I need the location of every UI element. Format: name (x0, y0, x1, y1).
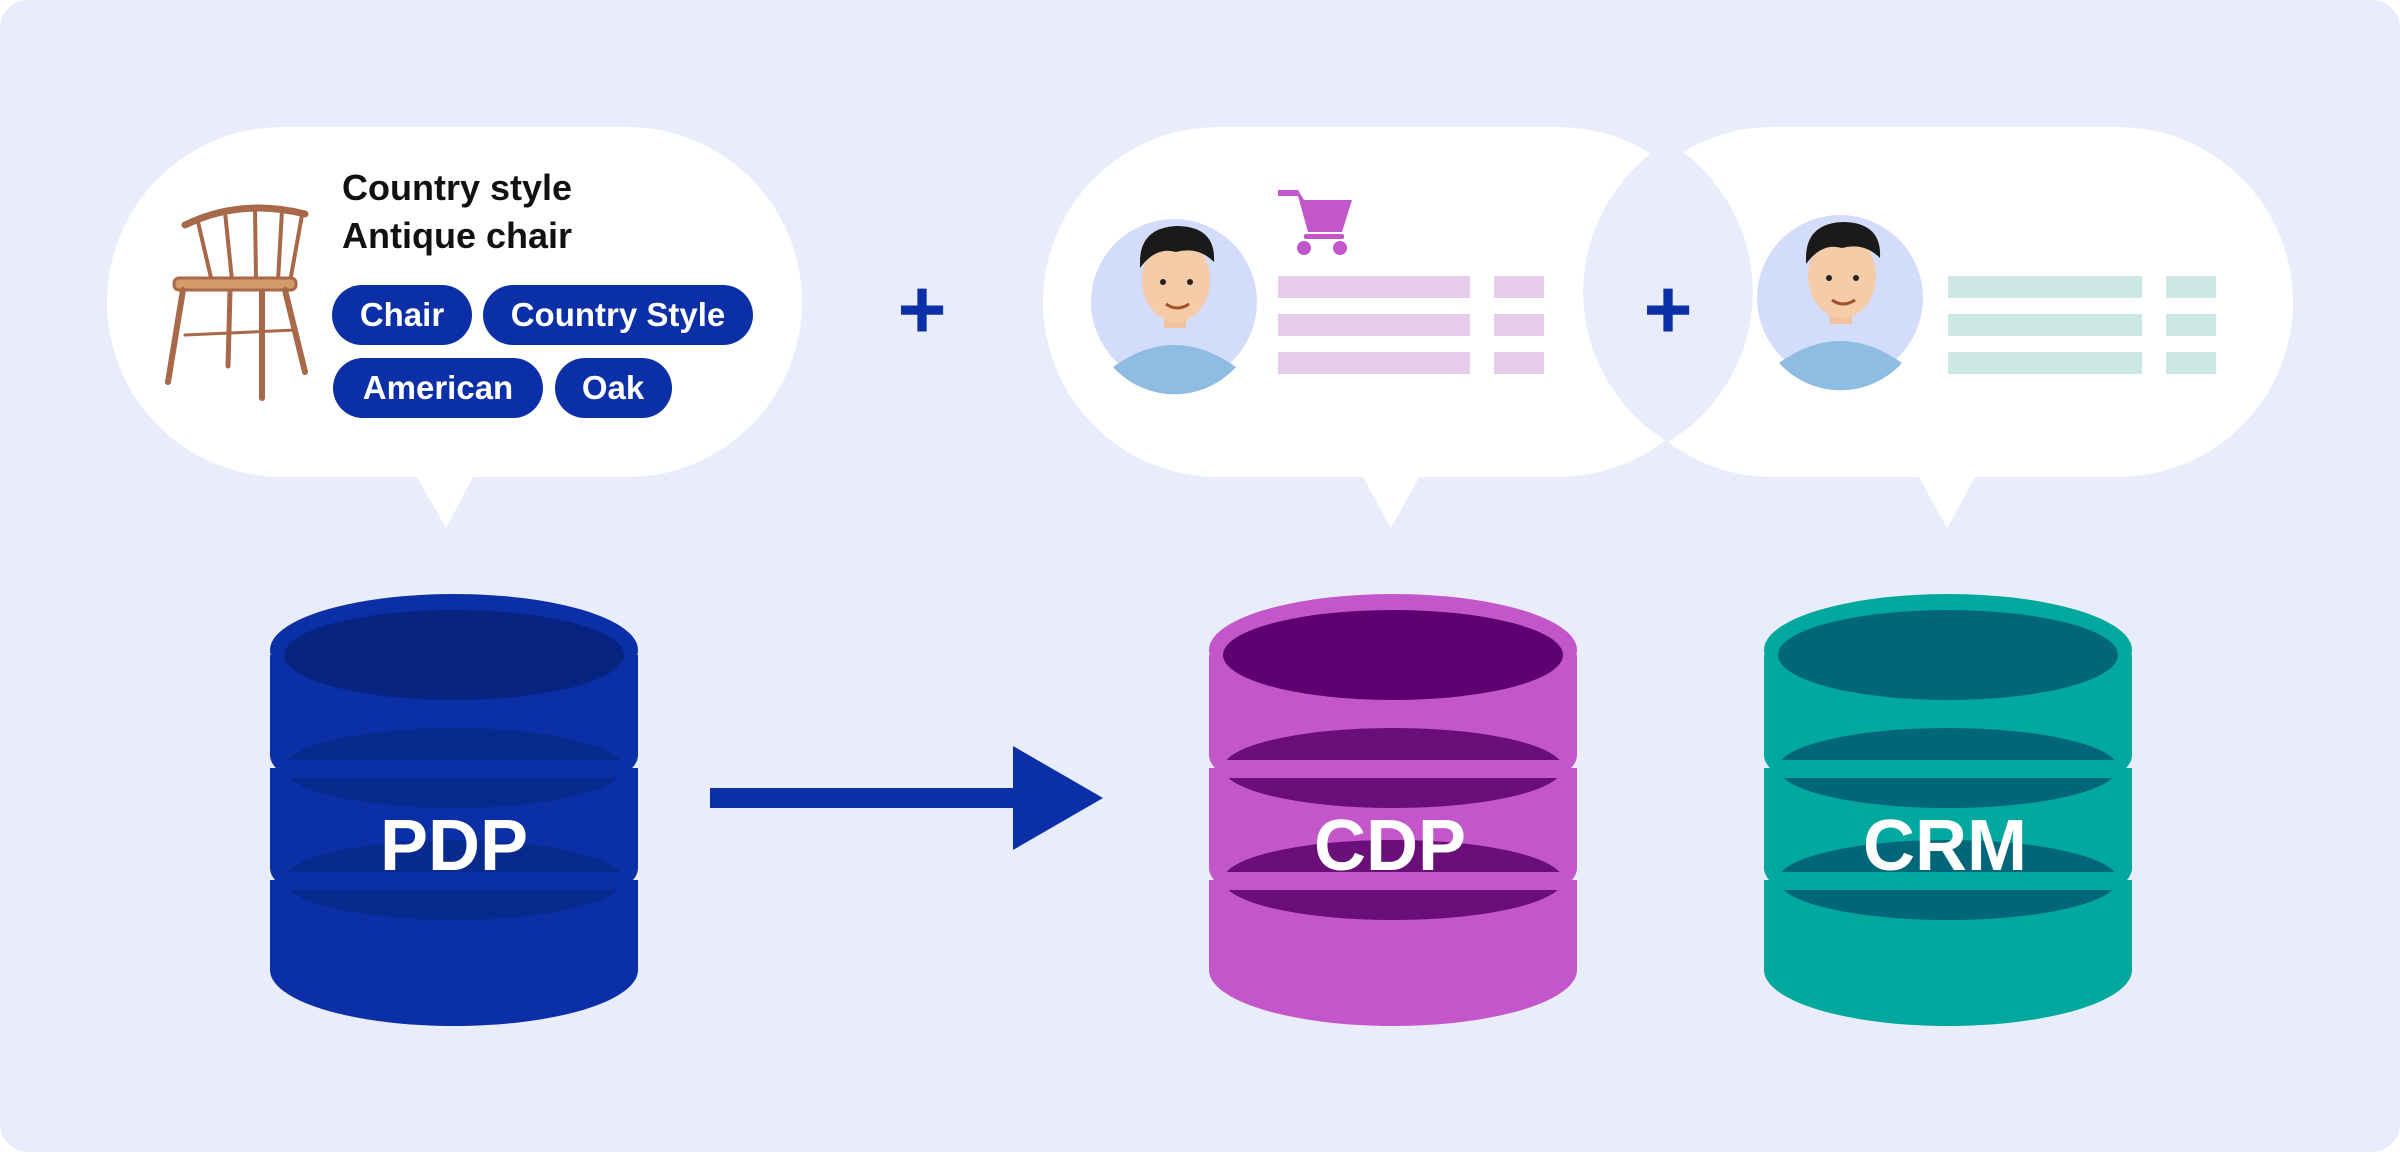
cdp-database-icon: CDP (1209, 594, 1577, 1026)
cdp-speech-bubble (1043, 127, 1733, 528)
tag-label: Chair (360, 296, 445, 333)
cdp-record-lines (1278, 276, 1544, 374)
tag-label: American (363, 369, 513, 406)
crm-speech-bubble (1598, 127, 2293, 528)
pdp-database-icon: PDP (270, 594, 638, 1026)
plus-icon: + (897, 262, 946, 356)
tag-label: Oak (582, 369, 645, 406)
tag-chair: Chair (332, 285, 472, 345)
person-avatar-icon (1091, 219, 1257, 395)
tag-american: American (333, 358, 543, 418)
tag-country-style: Country Style (483, 285, 753, 345)
crm-label: CRM (1863, 806, 2027, 886)
crm-record-lines (1948, 276, 2216, 374)
cdp-label: CDP (1314, 806, 1466, 886)
product-title-line2: Antique chair (342, 215, 572, 256)
bubble-overlap-region (1583, 142, 1753, 442)
plus-icon: + (1643, 262, 1692, 356)
tag-label: Country Style (511, 296, 726, 333)
crm-database-icon: CRM (1764, 594, 2132, 1026)
tag-oak: Oak (555, 358, 672, 418)
arrow-right-icon (710, 746, 1103, 850)
chair-icon (165, 204, 309, 401)
product-title-line1: Country style (342, 167, 572, 208)
shopping-cart-icon (1278, 190, 1352, 255)
person-avatar-icon (1757, 215, 1923, 391)
pdp-label: PDP (380, 806, 528, 886)
